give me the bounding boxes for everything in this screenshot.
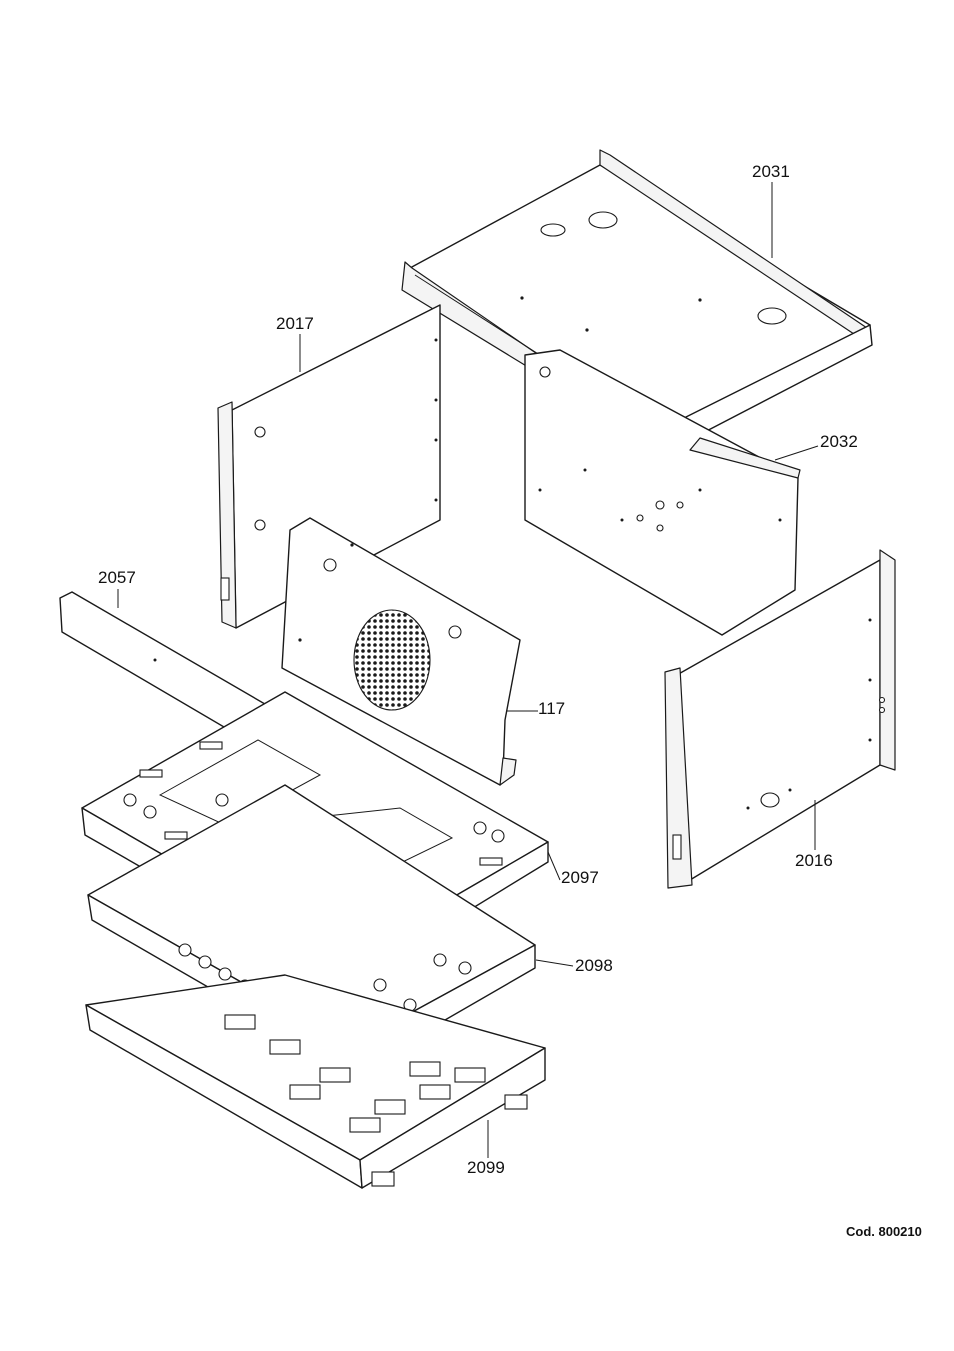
label-2098: 2098 (575, 956, 613, 975)
label-117: 117 (538, 699, 565, 718)
drawing-code: Cod. 800210 (846, 1224, 922, 1239)
part-2099-bottom-tray (86, 975, 545, 1188)
label-2099: 2099 (467, 1158, 505, 1177)
label-2016: 2016 (795, 851, 833, 870)
label-2032: 2032 (820, 432, 858, 451)
label-2057: 2057 (98, 568, 136, 587)
label-2097: 2097 (561, 868, 599, 887)
label-2017: 2017 (276, 314, 314, 333)
label-2031: 2031 (752, 162, 790, 181)
